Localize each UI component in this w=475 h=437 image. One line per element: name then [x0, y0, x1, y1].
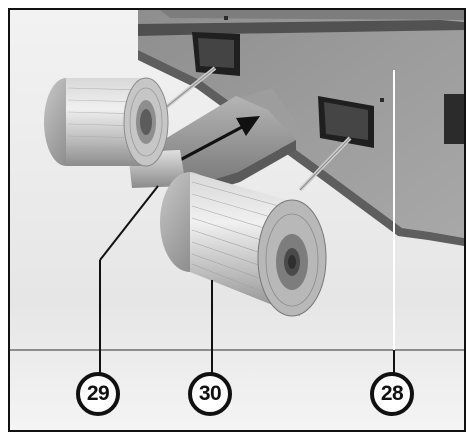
callout-30-label: 30: [198, 382, 222, 405]
machine-photo: [10, 10, 464, 430]
callout-30: 30: [188, 372, 232, 416]
callout-28: 28: [370, 372, 414, 416]
callout-29: 29: [76, 372, 120, 416]
callout-28-label: 28: [380, 382, 404, 405]
photo-frame: [8, 8, 466, 432]
callout-29-label: 29: [86, 382, 110, 405]
